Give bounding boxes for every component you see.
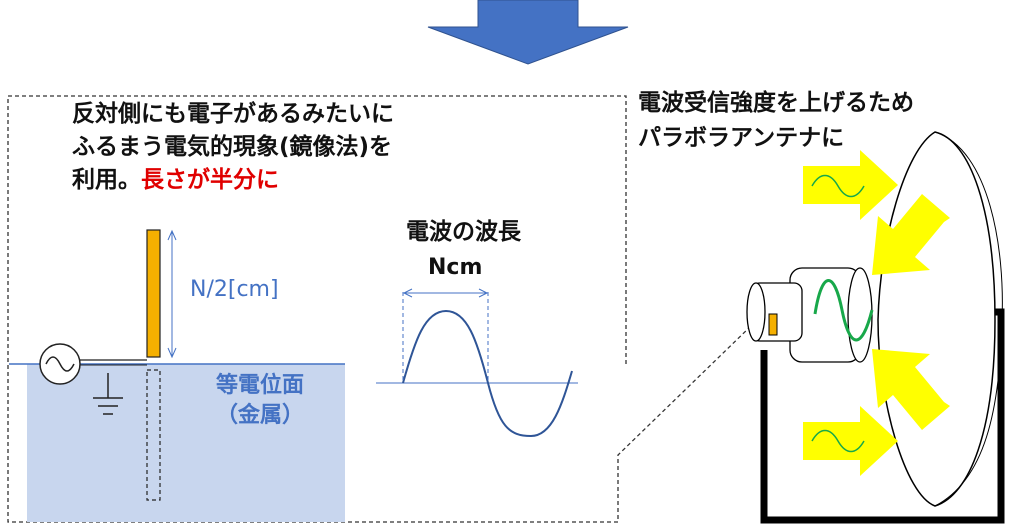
wavelength-length-label: Ncm	[428, 255, 483, 280]
antenna-length-label: N/2[cm]	[190, 277, 279, 302]
monopole-antenna	[146, 229, 161, 358]
parabola-dish-rim	[934, 131, 1003, 507]
down-arrow	[427, 0, 629, 65]
parabola-caption: 電波受信強度を上げるため パラボラアンテナに	[638, 86, 914, 156]
ground-symbol-icon	[93, 373, 123, 415]
parabola-caption-line-1: 電波受信強度を上げるため	[638, 90, 914, 116]
lead-text: 反対側にも電子があるみたいに ふるまう電気的現象(鏡像法)を 利用。長さが半分に	[72, 98, 394, 197]
wavelength-title: 電波の波長	[406, 219, 521, 245]
sine-wave	[402, 309, 573, 438]
ground-plane-label-line-1: 等電位面	[216, 373, 305, 398]
wavelength-arrowheads	[402, 288, 489, 298]
dashed-callout-box	[7, 95, 753, 523]
image-antenna	[146, 369, 161, 501]
incoming-wave-arrow-bottom	[803, 406, 898, 476]
reflected-arrow-upper	[872, 194, 950, 275]
lead-line-3-emphasis: 長さが半分に	[141, 167, 279, 193]
parabola-dish	[877, 131, 996, 507]
dish-stand	[760, 308, 1005, 524]
sine-symbol-icon	[45, 356, 75, 372]
lnb-antenna-element	[768, 313, 778, 336]
ground-plane	[27, 364, 345, 522]
lead-line-3: 利用。長さが半分に	[72, 164, 394, 197]
antenna-length-arrowheads	[167, 229, 177, 359]
ground-plane-label: 等電位面 （金属）	[216, 371, 304, 431]
incoming-wave-arrow-top	[803, 150, 898, 220]
reflected-arrow-lower	[872, 349, 950, 430]
received-wave	[813, 279, 874, 342]
lnb-front-face	[746, 282, 766, 342]
parabola-caption-line-2: パラボラアンテナに	[638, 125, 845, 151]
lead-line-1: 反対側にも電子があるみたいに	[72, 101, 394, 127]
lnb-face	[847, 267, 873, 363]
lead-line-2: ふるまう電気的現象(鏡像法)を	[72, 134, 393, 160]
ground-plane-label-line-2: （金属）	[216, 403, 305, 428]
lead-line-3-prefix: 利用。	[72, 167, 141, 193]
